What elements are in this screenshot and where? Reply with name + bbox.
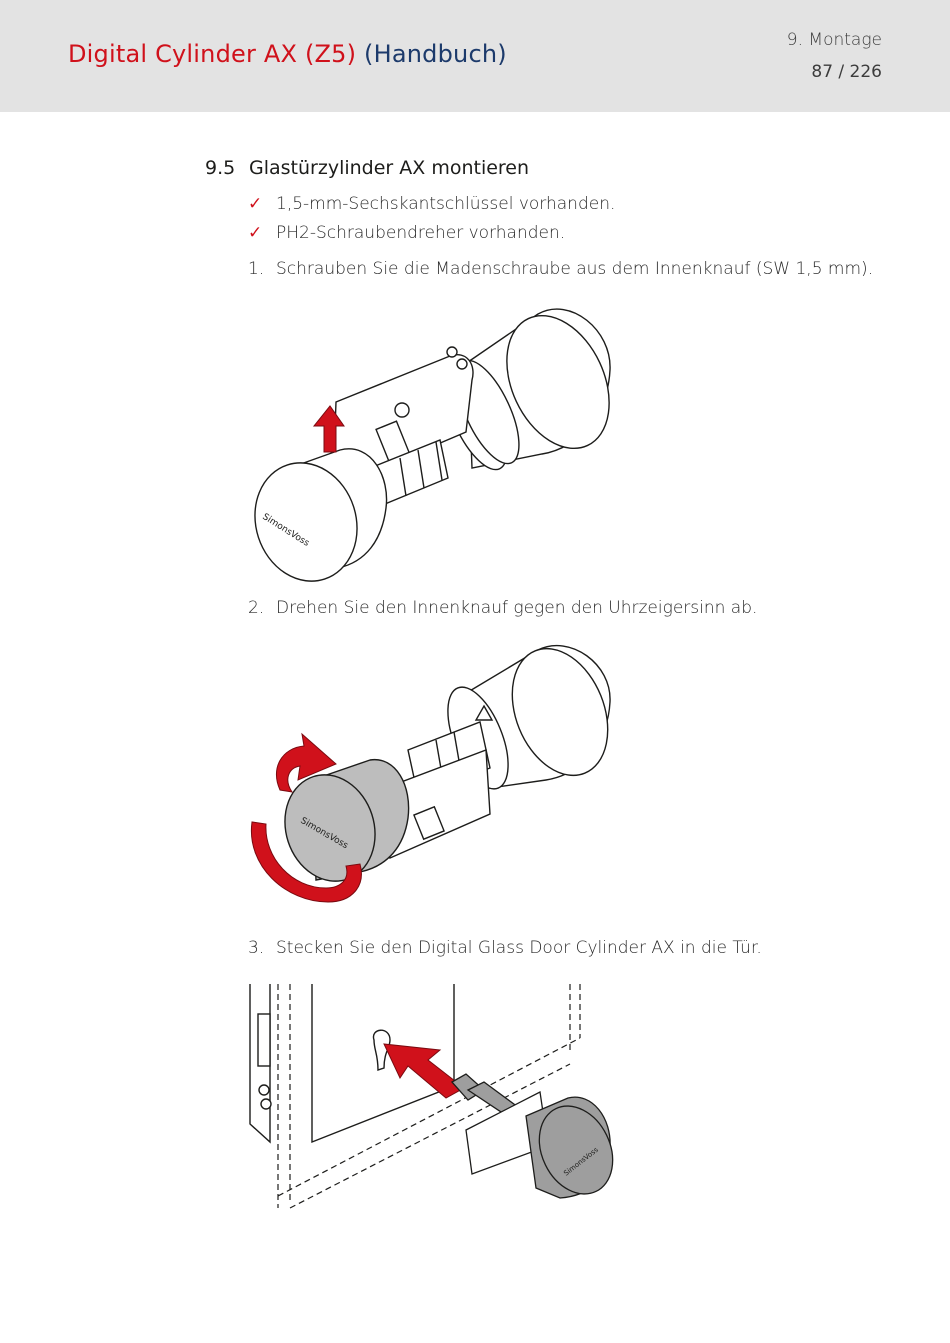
chapter-label: 9. Montage: [786, 30, 882, 50]
section-number: 9.5: [205, 157, 236, 179]
step-number: 2.: [248, 598, 265, 618]
figure-insert-cylinder: SimonsVoss: [249, 984, 614, 1209]
section-title: Glastürzylinder AX montieren: [249, 157, 530, 179]
counterclockwise-arrow-icon: [250, 732, 362, 903]
step-item: 2. Drehen Sie den Innenknauf gegen den Uh…: [248, 598, 757, 618]
step-number: 1.: [248, 259, 265, 279]
page-header: Digital Cylinder AX (Z5) (Handbuch) 9. M…: [0, 0, 950, 112]
step-item: 3. Stecken Sie den Digital Glass Door Cyl…: [248, 938, 762, 958]
document-title-sub: (Handbuch): [364, 40, 507, 68]
requirement-item: ✓ PH2-Schraubendreher vorhanden.: [248, 223, 565, 243]
checkmark-icon: ✓: [248, 194, 263, 214]
figure-unscrew-knob: SimonsVoss: [250, 644, 611, 903]
checkmark-icon: ✓: [248, 223, 263, 243]
requirement-item: ✓ 1,5-mm-Sechskantschlüssel vorhanden.: [248, 194, 615, 214]
step-text: Stecken Sie den Digital Glass Door Cylin…: [276, 938, 762, 958]
glass-door-cylinder: [450, 1073, 614, 1199]
requirement-text: 1,5-mm-Sechskantschlüssel vorhanden.: [276, 194, 616, 214]
document-title: Digital Cylinder AX (Z5) (Handbuch): [68, 40, 507, 68]
requirement-text: PH2-Schraubendreher vorhanden.: [276, 223, 566, 243]
inner-knob: [284, 759, 410, 882]
page-number: 87 / 226: [811, 62, 882, 82]
arrow-up-icon: [312, 405, 345, 453]
figure-remove-setscrew: SimonsVoss: [254, 308, 611, 582]
step-number: 3.: [248, 938, 265, 958]
step-item: 1. Schrauben Sie die Madenschraube aus de…: [248, 259, 873, 279]
document-title-main: Digital Cylinder AX (Z5): [68, 40, 357, 68]
step-text: Schrauben Sie die Madenschraube aus dem …: [276, 259, 874, 279]
step-text: Drehen Sie den Innenknauf gegen den Uhrz…: [276, 598, 758, 618]
section-heading: 9.5 Glastürzylinder AX montieren: [205, 157, 529, 179]
